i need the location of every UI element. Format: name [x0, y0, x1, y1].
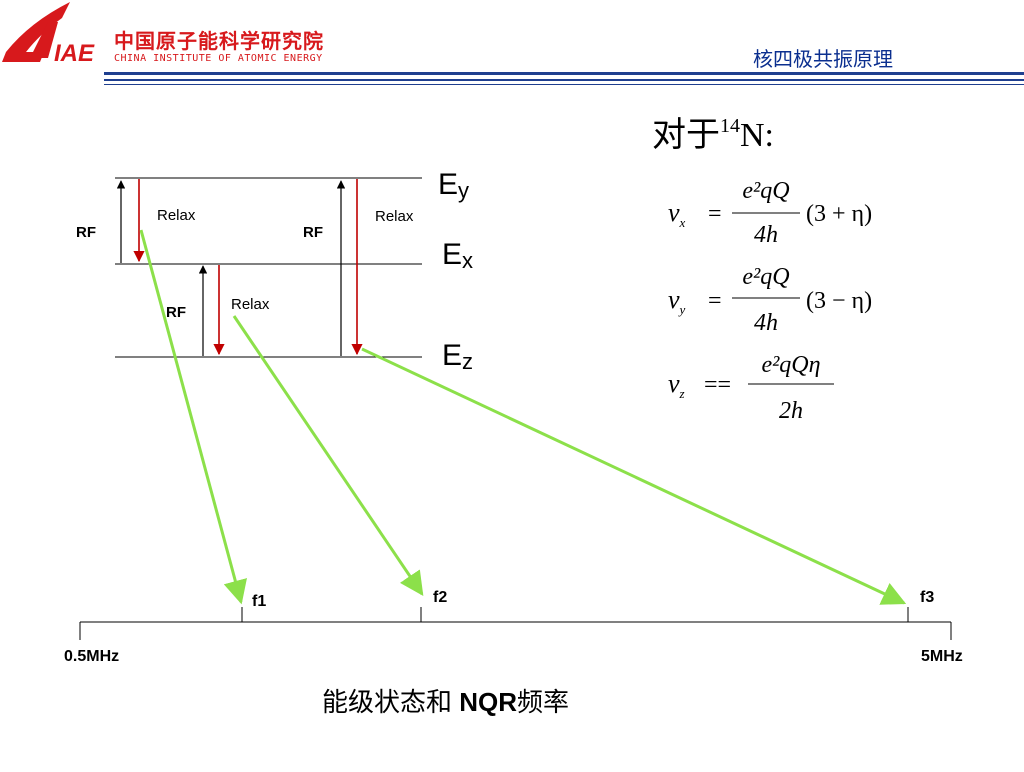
frequency-links — [139, 229, 907, 605]
link-arrow-f1 — [139, 229, 247, 605]
logo: IAE — [2, 2, 95, 67]
rf-label-1: RF — [76, 224, 96, 241]
equations-block: 对于14N: νx = e²qQ 4h (3 + η) vy = e²qQ 4h… — [652, 115, 872, 424]
link-arrow-f2 — [232, 315, 424, 596]
relax-label-3: Relax — [231, 296, 270, 313]
mark-label-f1: f1 — [252, 593, 266, 610]
level-label-ez: Ez — [442, 339, 473, 374]
equation-nu-x: νx = e²qQ 4h (3 + η) — [668, 178, 872, 248]
energy-level-diagram: RF RF RF Relax Relax Relax Ey Ex Ez — [76, 168, 473, 374]
mark-label-f3: f3 — [920, 589, 934, 606]
rf-label-2: RF — [303, 224, 323, 241]
level-label-ey: Ey — [438, 168, 469, 203]
org-name-cn: 中国原子能科学研究院 — [114, 29, 324, 53]
logo-swoosh — [2, 2, 70, 62]
level-label-ex: Ex — [442, 238, 473, 273]
nu-z-denominator: 2h — [779, 398, 803, 424]
nu-x-denominator: 4h — [754, 222, 778, 248]
axis-max-label: 5MHz — [921, 648, 963, 665]
nu-z-numerator: e²qQη — [761, 352, 820, 378]
axis-min-label: 0.5MHz — [64, 648, 119, 665]
nu-x-numerator: e²qQ — [742, 178, 789, 204]
relax-label-2: Relax — [375, 208, 414, 225]
link-arrow-f3 — [361, 347, 907, 605]
equation-nu-y: vy = e²qQ 4h (3 − η) — [668, 264, 872, 336]
svg-text:==: == — [704, 372, 731, 398]
nu-y-factor: (3 − η) — [806, 288, 872, 314]
equation-nu-z: vz == e²qQη 2h — [668, 352, 834, 424]
header-bar — [104, 72, 1024, 85]
svg-text:vz: vz — [668, 369, 685, 401]
svg-text:=: = — [708, 288, 722, 314]
org-name-en: CHINA INSTITUTE OF ATOMIC ENERGY — [114, 53, 323, 64]
nu-y-denominator: 4h — [754, 310, 778, 336]
equations-intro: 对于14N: — [652, 115, 774, 154]
svg-text:=: = — [708, 201, 722, 227]
relax-label-1: Relax — [157, 207, 196, 224]
logo-text: IAE — [54, 40, 95, 67]
mark-label-f2: f2 — [433, 589, 447, 606]
nu-x-factor: (3 + η) — [806, 201, 872, 227]
frequency-axis: f1 f2 f3 0.5MHz 5MHz — [64, 589, 963, 665]
nu-y-numerator: e²qQ — [742, 264, 789, 290]
svg-text:vy: vy — [668, 285, 686, 317]
caption: 能级状态和 NQR频率 — [322, 687, 569, 717]
svg-text:νx: νx — [668, 198, 686, 230]
slide-title: 核四极共振原理 — [753, 48, 893, 71]
rf-label-3: RF — [166, 304, 186, 321]
